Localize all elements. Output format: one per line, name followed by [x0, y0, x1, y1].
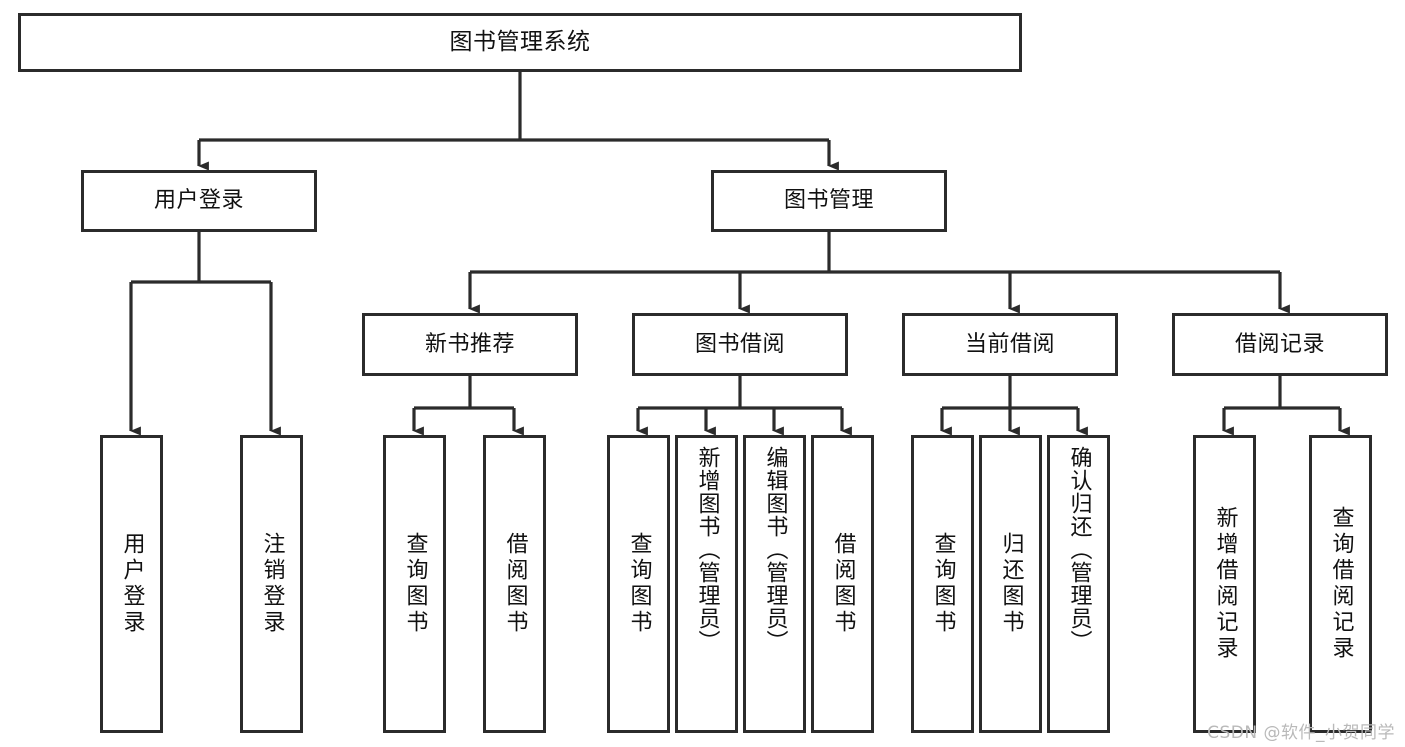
leaf-current-query-book[interactable]: 查询图书	[911, 435, 974, 733]
node-borrow-record[interactable]: 借阅记录	[1172, 313, 1388, 376]
node-label: 编辑图书（管理员）	[762, 446, 788, 653]
leaf-newbook-query-book[interactable]: 查询图书	[383, 435, 446, 733]
leaf-user-login[interactable]: 用户登录	[100, 435, 163, 733]
leaf-current-confirm-return-admin[interactable]: 确认归还（管理员）	[1047, 435, 1110, 733]
node-label: 借阅记录	[1234, 331, 1325, 357]
node-label: 图书管理	[783, 188, 874, 214]
node-label: 查询图书	[402, 532, 428, 636]
node-label: 图书借阅	[694, 331, 785, 357]
leaf-current-return-book[interactable]: 归还图书	[979, 435, 1042, 733]
node-label: 新增借阅记录	[1212, 506, 1238, 662]
node-user-login[interactable]: 用户登录	[81, 170, 317, 232]
leaf-record-query-borrow-record[interactable]: 查询借阅记录	[1309, 435, 1372, 733]
node-label: 新增图书（管理员）	[694, 446, 720, 653]
node-label: 查询借阅记录	[1328, 506, 1354, 662]
node-label: 确认归还（管理员）	[1066, 446, 1092, 653]
node-label: 查询图书	[626, 532, 652, 636]
watermark: CSDN @软件_小贺同学	[1207, 723, 1395, 743]
node-root-book-management-system[interactable]: 图书管理系统	[18, 13, 1022, 72]
leaf-newbook-borrow-book[interactable]: 借阅图书	[483, 435, 546, 733]
node-new-book-recommend[interactable]: 新书推荐	[362, 313, 578, 376]
node-label: 用户登录	[153, 188, 244, 214]
leaf-borrow-edit-book-admin[interactable]: 编辑图书（管理员）	[743, 435, 806, 733]
node-label: 用户登录	[119, 532, 145, 636]
node-label: 借阅图书	[502, 532, 528, 636]
leaf-record-add-borrow-record[interactable]: 新增借阅记录	[1193, 435, 1256, 733]
node-label: 查询图书	[930, 532, 956, 636]
leaf-borrow-query-book[interactable]: 查询图书	[607, 435, 670, 733]
leaf-borrow-add-book-admin[interactable]: 新增图书（管理员）	[675, 435, 738, 733]
node-current-borrow[interactable]: 当前借阅	[902, 313, 1118, 376]
node-label: 借阅图书	[830, 532, 856, 636]
node-label: 图书管理系统	[449, 28, 591, 55]
node-label: 新书推荐	[424, 331, 515, 357]
node-book-management[interactable]: 图书管理	[711, 170, 947, 232]
node-label: 归还图书	[998, 532, 1024, 636]
node-book-borrow[interactable]: 图书借阅	[632, 313, 848, 376]
leaf-borrow-borrow-book[interactable]: 借阅图书	[811, 435, 874, 733]
node-label: 当前借阅	[964, 331, 1055, 357]
leaf-user-logout[interactable]: 注销登录	[240, 435, 303, 733]
node-label: 注销登录	[259, 532, 285, 636]
